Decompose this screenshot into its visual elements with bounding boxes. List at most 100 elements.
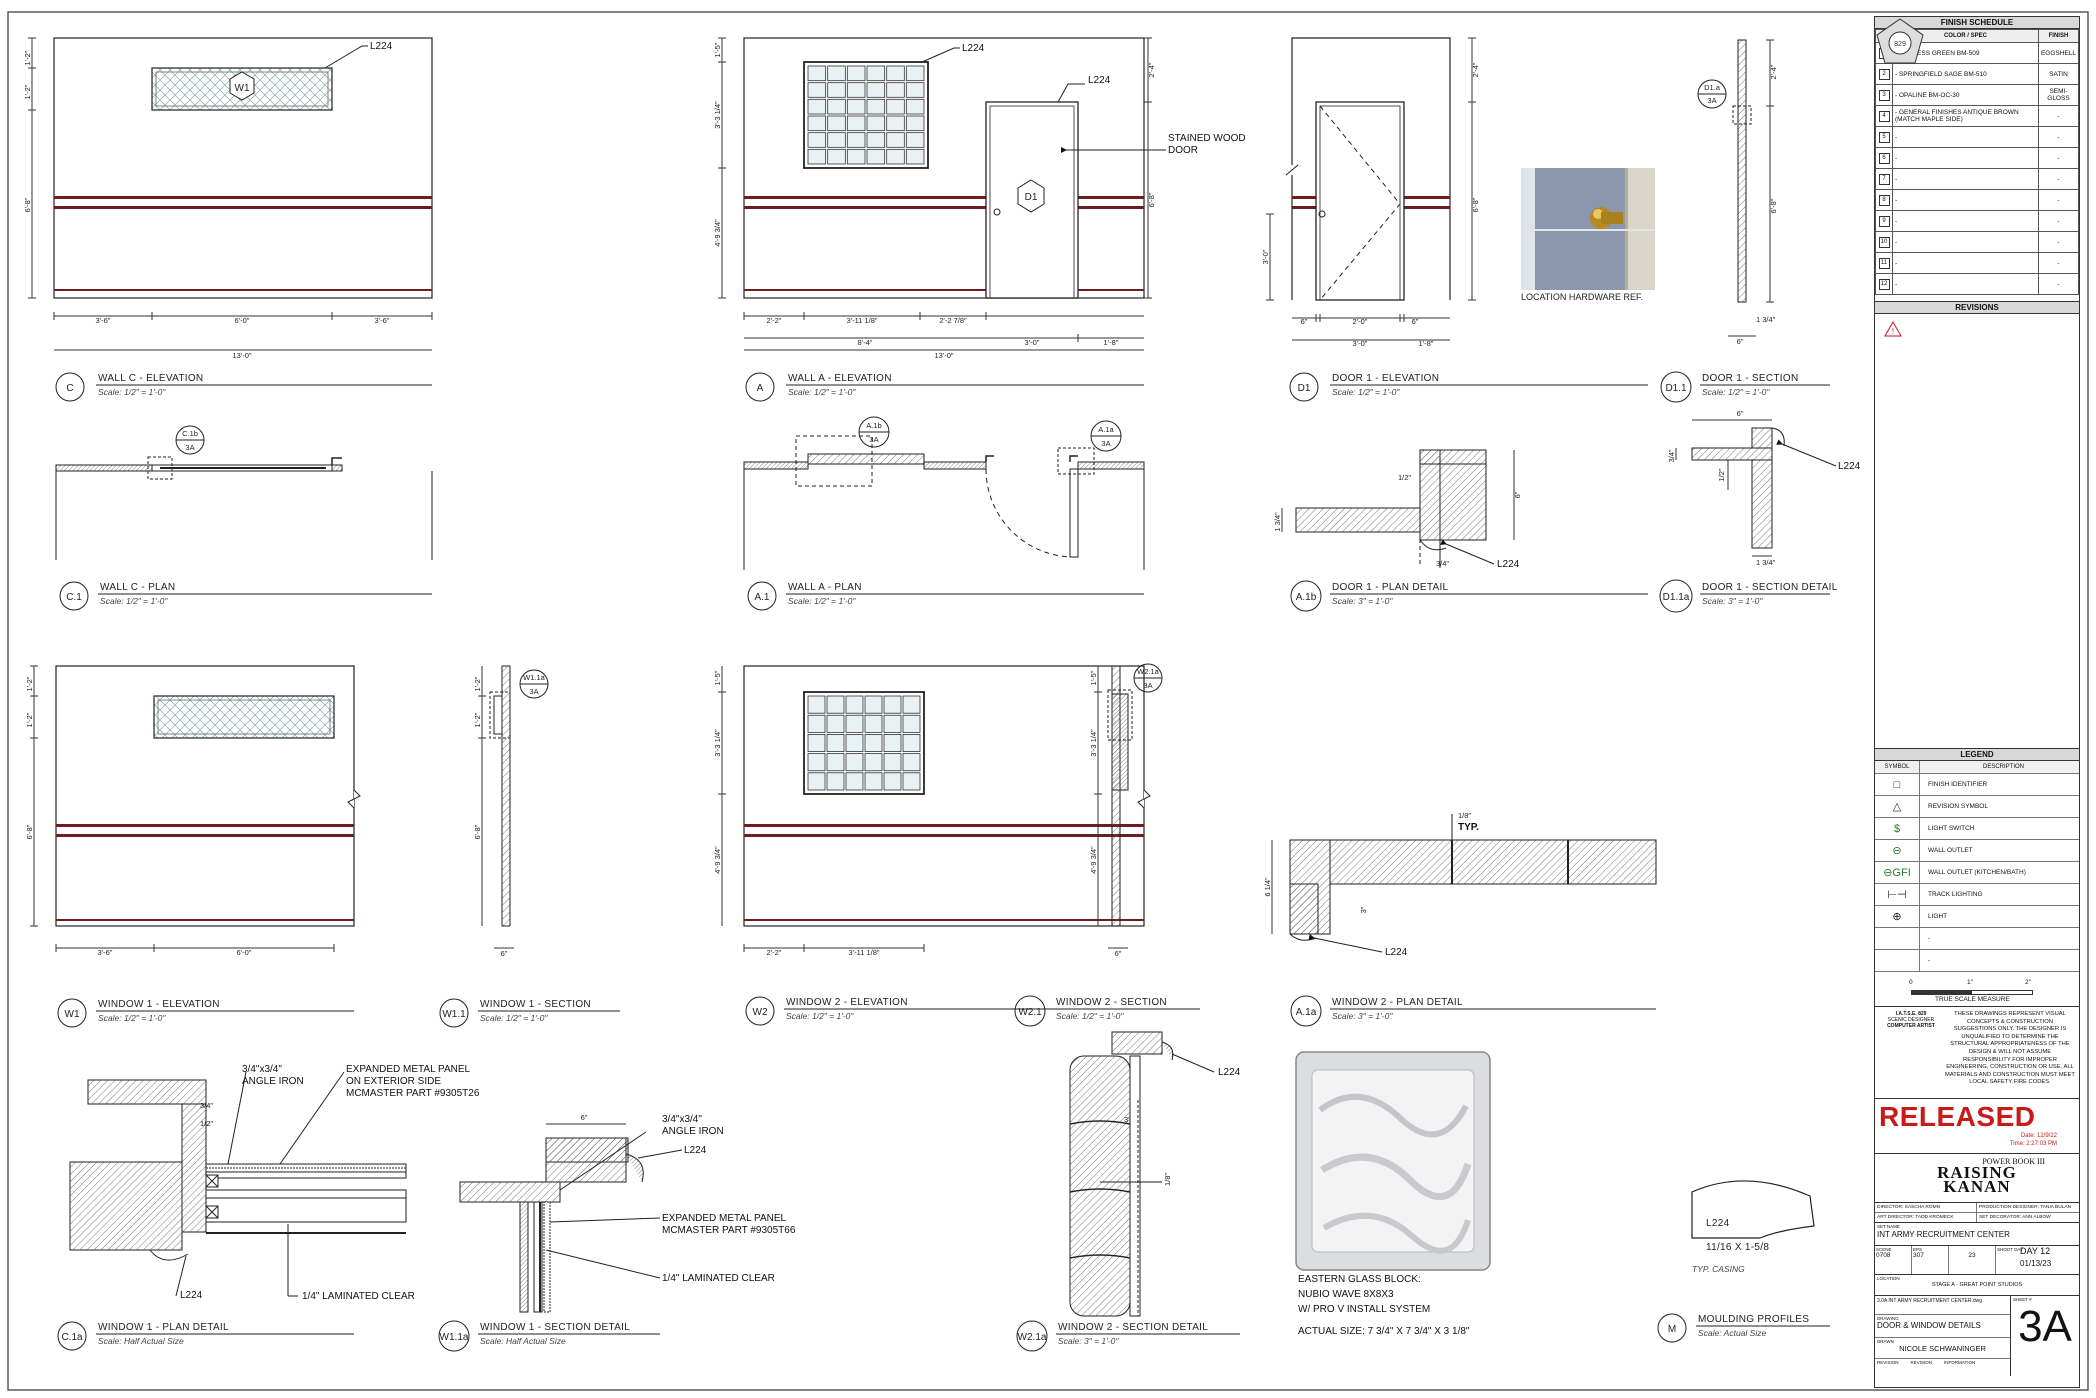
svg-text:3'-0": 3'-0" [1261,249,1270,264]
disclaimer-text: THESE DRAWINGS REPRESENT VISUAL CONCEPTS… [1945,1011,2075,1086]
glass-block [864,772,883,791]
title-wall-c-plan: C.1 WALL C - PLAN Scale: 1/2" = 1'-0" [59,581,432,611]
svg-text:WINDOW 2 - PLAN DETAIL: WINDOW 2 - PLAN DETAIL [1332,997,1463,1008]
profile-caption: TYP. CASING [1692,1264,1745,1274]
svg-text:WINDOW 2 - SECTION DETAIL: WINDOW 2 - SECTION DETAIL [1058,1322,1208,1333]
svg-text:W1.1: W1.1 [442,1009,466,1020]
file-name: 3.0A INT ARMY RECRUITMENT CENTER.dwg [1875,1296,2010,1315]
revisions-header: REVISIONS [1875,302,2079,314]
callout-l224: L224 [370,41,393,52]
svg-text:4'-9 3/4": 4'-9 3/4" [713,219,722,247]
title-wall-a: A WALL A - ELEVATION Scale: 1/2" = 1'-0" [745,372,1144,402]
svg-text:C.1: C.1 [66,592,82,603]
glass-block [886,148,905,165]
legend-symbol-icon: □ [1875,774,1920,795]
episode-count: 23 [1968,1252,1976,1259]
title-window-1-section: W1.1 WINDOW 1 - SECTION Scale: 1/2" = 1'… [439,998,620,1028]
glass-block [826,714,845,733]
callout-laminated-2: 1/4" LAMINATED CLEAR [662,1273,775,1284]
callout-expanded-metal-2: EXPANDED METAL PANEL [662,1213,787,1224]
svg-text:6'-8": 6'-8" [1769,198,1778,213]
svg-text:D1.1a: D1.1a [1663,592,1690,603]
svg-text:2'-2": 2'-2" [767,316,782,325]
svg-text:6'-0": 6'-0" [237,948,252,957]
glass-block [827,115,846,132]
finish-spec: - [1892,210,2039,232]
location-label: LOCATION [1877,1276,1900,1281]
callout-l224: L224 [1497,559,1520,570]
legend-description: REVISION SYMBOL [1928,803,1988,810]
glass-block [905,148,925,165]
wall-c-elevation: W1 L224 1'-2" 1'-2" 6'-8" 3'-6" 6'-0" 3'… [23,37,433,360]
glass-block [902,695,921,714]
legend-row: ⊕LIGHT [1875,906,2079,928]
glass-block [886,132,905,148]
glass-block [807,714,826,733]
finish-spec: - [1892,252,2039,274]
finish-type: - [2037,147,2080,169]
legend-row: - [1875,928,2079,950]
dim: 3'-6" [96,316,111,325]
glass-block [807,82,827,98]
svg-text:A.1a: A.1a [1098,425,1114,434]
glass-block [866,98,886,115]
callout-stained-door: STAINED WOOD [1168,133,1246,144]
finish-row: 8-- [1875,189,2080,211]
glass-block [827,65,846,82]
svg-text:A.1b: A.1b [866,421,881,430]
legend-row: ⊢⊣TRACK LIGHTING [1875,884,2079,906]
finish-row: 12-- [1875,273,2080,295]
svg-text:6'-8": 6'-8" [25,824,34,839]
svg-text:2'-4": 2'-4" [1471,62,1480,77]
wall-a-elevation: L224 D1 L224 STAINED WOOD DOOR 1'-5" 3'-… [713,37,1246,360]
svg-text:1'-8": 1'-8" [1419,339,1434,348]
legend-description: LIGHT [1928,913,1948,920]
finish-type: - [2037,126,2080,148]
profile-size: 11/16 X 1-5/8 [1706,1242,1769,1253]
svg-text:1 3/4": 1 3/4" [1756,315,1776,324]
svg-text:1'-2": 1'-2" [473,712,482,727]
glass-block [846,115,866,132]
finish-id: 12 [1878,278,1890,290]
glass-block [845,734,864,753]
legend-symbol-icon: $ [1875,818,1920,839]
svg-text:13'-0": 13'-0" [934,351,953,360]
location: STAGE A - GREAT POINT STUDIOS [1931,1282,2023,1288]
glass-block [845,695,864,714]
svg-text:4'-9 3/4": 4'-9 3/4" [1089,846,1098,874]
glass-block [807,772,826,791]
svg-text:ANGLE IRON: ANGLE IRON [242,1076,304,1087]
profile-tag: L224 [1706,1218,1730,1229]
svg-text:DOOR 1 - SECTION: DOOR 1 - SECTION [1702,373,1798,384]
title-block: FINISH SCHEDULE # COLOR / SPEC FINISH 1-… [1874,16,2080,1388]
svg-text:W/ PRO V INSTALL SYSTEM: W/ PRO V INSTALL SYSTEM [1298,1304,1430,1315]
door-tag: D1 [1025,192,1038,203]
title-door-1-section: D1.1 DOOR 1 - SECTION Scale: 1/2" = 1'-0… [1660,371,1830,403]
glass-block [886,65,905,82]
finish-id: 4 [1878,110,1890,122]
col-finish: FINISH [2037,29,2080,43]
dim: 3'-6" [375,316,390,325]
glass-block [866,65,886,82]
info-block: SCENE 0708 EPS 307 23 SHOOT DAY DAY 12 0… [1875,1246,2079,1275]
scale-0: 0 [1909,979,1913,986]
glass-block [807,132,827,148]
svg-text:1/2": 1/2" [1398,473,1411,482]
finish-row: 11-- [1875,252,2080,274]
svg-text:1'-2": 1'-2" [25,712,34,727]
glass-block [905,65,925,82]
svg-text:6": 6" [581,1113,588,1122]
glass-block [827,82,846,98]
title-door-1-plan-detail: A.1b DOOR 1 - PLAN DETAIL Scale: 3" = 1'… [1290,580,1648,612]
finish-id: 3 [1878,89,1890,101]
svg-text:D1: D1 [1298,383,1311,394]
callout-angle-iron-2: 3/4"x3/4" [662,1114,702,1125]
glass-block [866,82,886,98]
svg-text:3'-6": 3'-6" [98,948,113,957]
glass-block-photo: EASTERN GLASS BLOCK: NUBIO WAVE 8X8X3 W/… [1295,1051,1491,1337]
svg-text:6'-8": 6'-8" [473,824,482,839]
callout-l224: L224 [684,1145,707,1156]
glass-block [807,115,827,132]
